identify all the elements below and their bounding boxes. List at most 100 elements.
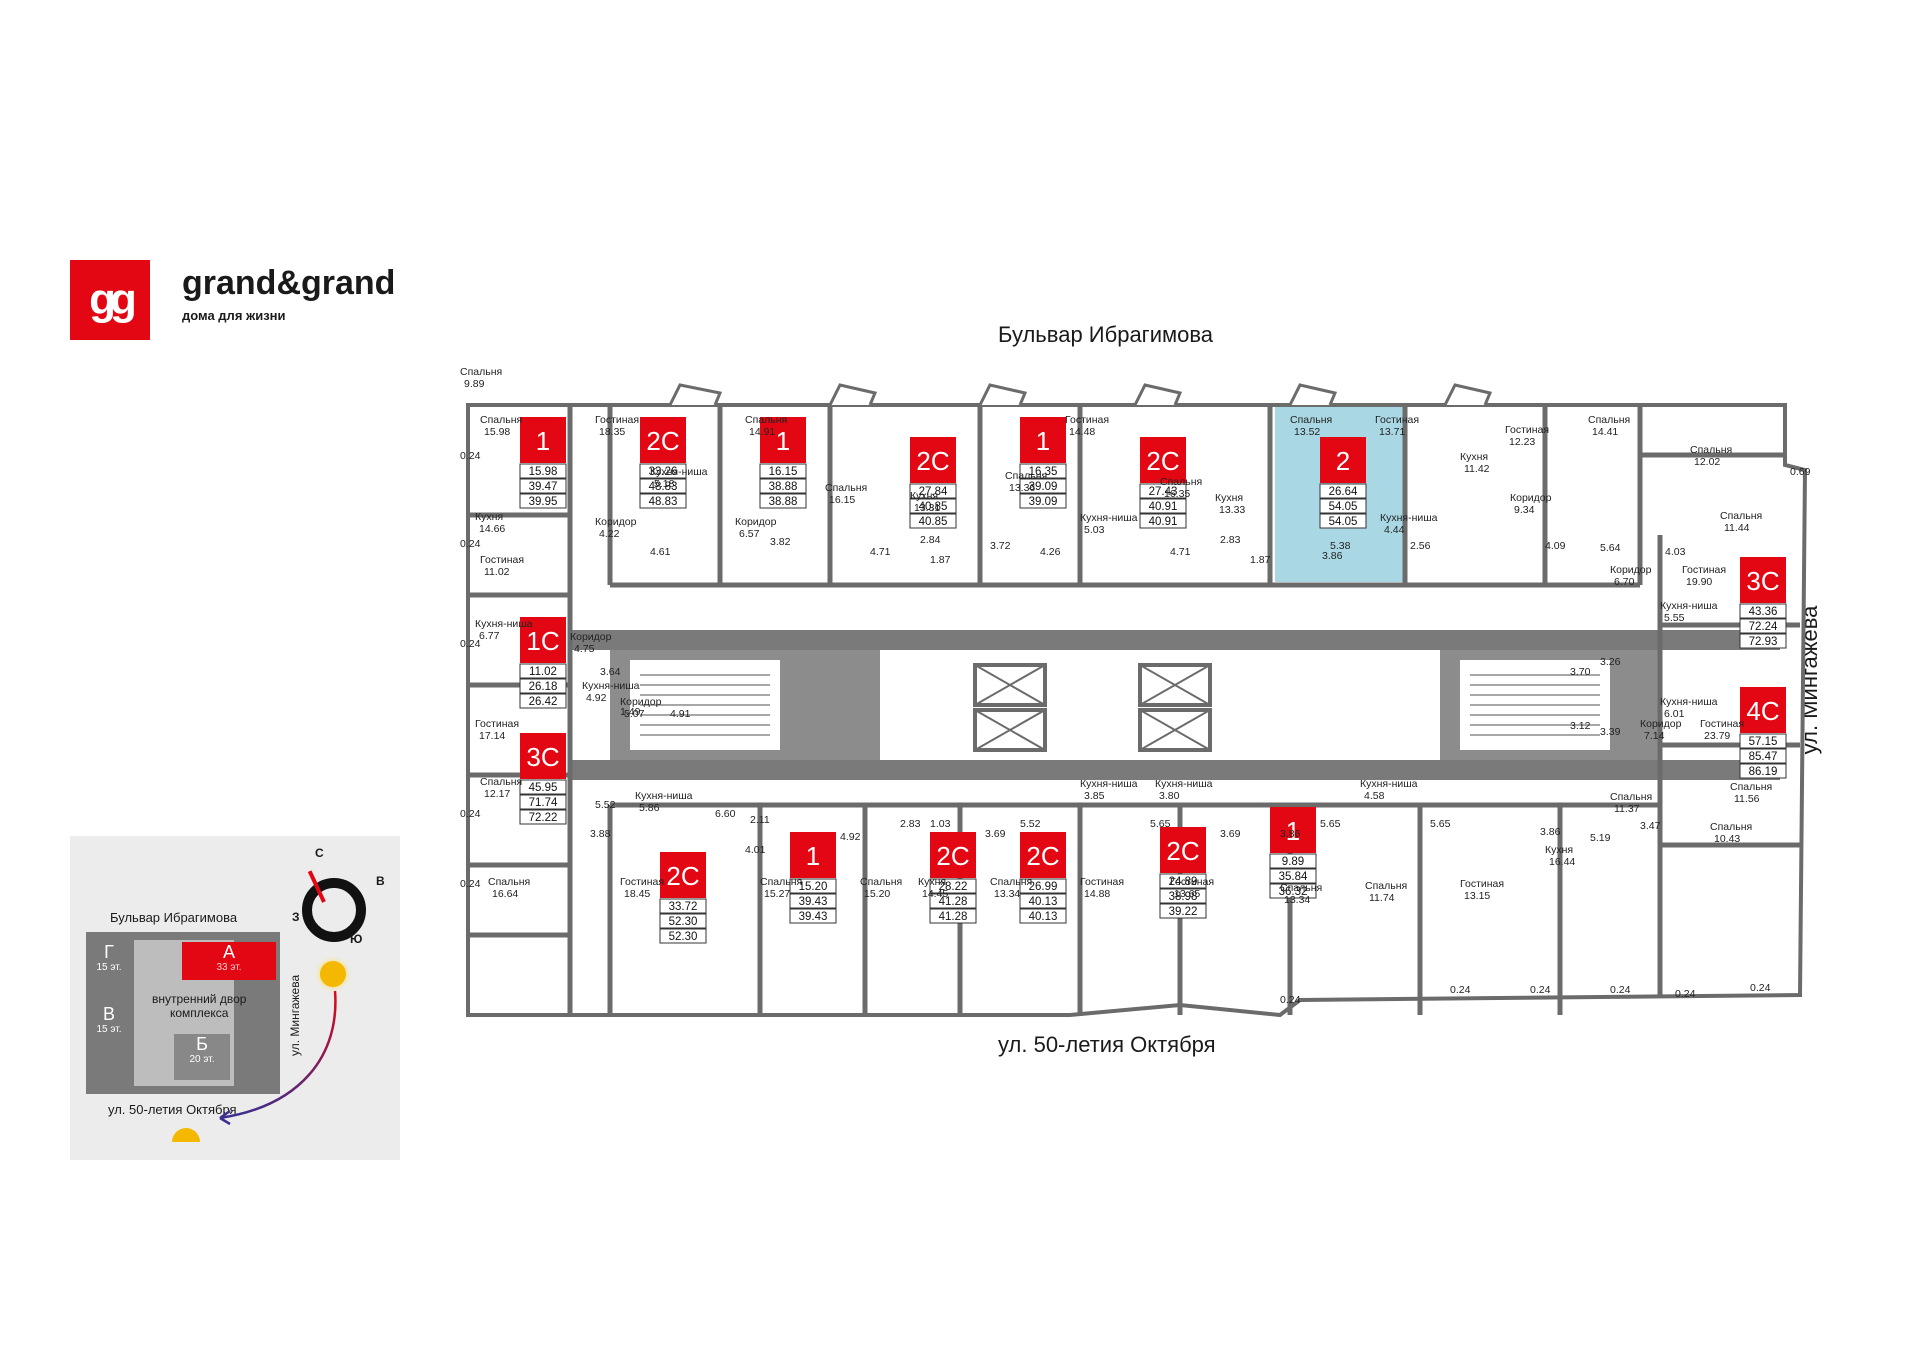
room-area: 16.44 [1549, 856, 1575, 868]
small-area-label: 5.65 [1430, 818, 1451, 830]
apartment-area: 40.85 [919, 501, 948, 513]
small-area-label: 1.87 [1250, 554, 1271, 566]
apartment-area: 27.43 [1149, 486, 1178, 498]
room-area: 18.35 [599, 426, 625, 438]
room-area: 13.33 [1219, 504, 1245, 516]
small-area-label: 3.72 [990, 540, 1011, 552]
apartment-type-box [1740, 687, 1786, 733]
block-a-name: А [222, 942, 235, 962]
room-name: Гостиная [595, 414, 639, 426]
area-cell [1019, 493, 1067, 509]
room-name: Гостиная [620, 876, 664, 888]
room-area: 14.66 [479, 523, 505, 535]
small-area-label: 2.84 [920, 534, 941, 546]
area-cell [1319, 513, 1367, 529]
small-area-label: 4.09 [1545, 540, 1566, 552]
small-area-label: 2.56 [1410, 540, 1431, 552]
small-area-label: 3.64 [600, 666, 621, 678]
apartment-type: 4С [1746, 696, 1779, 726]
area-cell [519, 663, 567, 679]
small-area-label: 4.91 [670, 708, 691, 720]
apartment-type-box [1320, 437, 1366, 483]
room-area: 4.58 [1364, 790, 1385, 802]
apartment-area: 57.15 [1749, 736, 1778, 748]
brand-tagline: дома для жизни [182, 308, 286, 323]
room-name: Кухня-ниша [475, 618, 533, 630]
room-area: 4.75 [574, 643, 595, 655]
compass-icon [302, 878, 366, 942]
area-cell [639, 478, 687, 494]
apartment-type-box [520, 617, 566, 663]
area-cell [1739, 603, 1787, 619]
area-cell [1019, 908, 1067, 924]
area-cell [1019, 878, 1067, 894]
room-name: Спальня [1710, 821, 1752, 833]
area-cell [639, 463, 687, 479]
small-area-label: 3.26 [1600, 656, 1621, 668]
area-cell [929, 893, 977, 909]
apartment-area: 40.85 [919, 516, 948, 528]
room-area: 11.37 [1614, 803, 1640, 815]
room-area: 12.17 [484, 788, 510, 800]
small-area-label: 0.24 [1750, 982, 1771, 994]
area-cell [1269, 853, 1317, 869]
small-area-label: 5.65 [1320, 818, 1341, 830]
apartment-area: 39.47 [529, 481, 558, 493]
sun-path-arrow-icon [219, 990, 337, 1126]
small-area-label: 2.83 [900, 818, 921, 830]
small-area-label: 3.86 [1280, 828, 1301, 840]
room-area: 16.35 [1164, 488, 1190, 500]
apartment-area: 39.95 [529, 496, 558, 508]
apartment-area: 26.99 [1029, 881, 1058, 893]
apartment-type-box [1160, 827, 1206, 873]
apartment-area: 85.47 [1749, 751, 1778, 763]
small-area-label: 3.86 [1322, 550, 1343, 562]
room-area: 5.18 [654, 478, 675, 490]
area-cell [1139, 513, 1187, 529]
apartment-area: 39.43 [799, 911, 828, 923]
small-area-label: 0.24 [1450, 984, 1471, 996]
apartment-area: 35.84 [1279, 871, 1308, 883]
room-name: Спальня [460, 366, 502, 378]
area-cell [789, 908, 837, 924]
apartment-type: 1С [526, 626, 559, 656]
area-cell [1159, 888, 1207, 904]
apartment-area: 39.09 [1029, 481, 1058, 493]
floor-plan: 115.9839.4739.952С33.2648.8348.83116.153… [460, 366, 1811, 1018]
apartment-type-box [640, 417, 686, 463]
room-area: 17.14 [479, 730, 505, 742]
room-area: 14.48 [1069, 426, 1095, 438]
apartment-area: 72.24 [1749, 621, 1778, 633]
room-area: 12.02 [1694, 456, 1720, 468]
room-name: Коридор [595, 516, 637, 528]
apartment-area: 54.05 [1329, 516, 1358, 528]
apartment-type-box [520, 417, 566, 463]
minimap-bottom-street: ул. 50-летия Октября [108, 1102, 237, 1117]
